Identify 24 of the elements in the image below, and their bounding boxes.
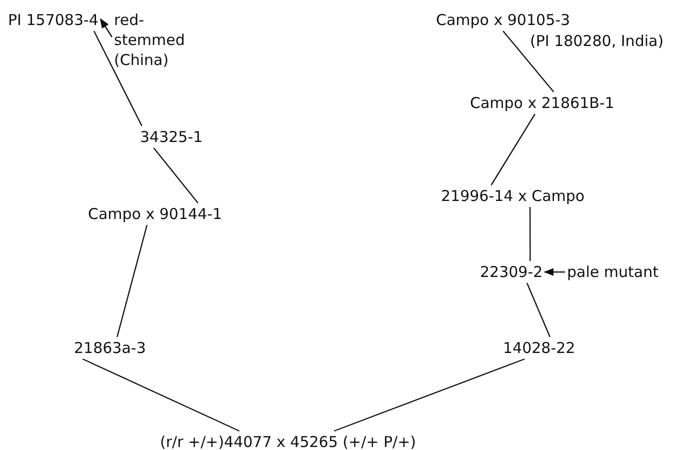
connector-line xyxy=(529,207,531,261)
connector-line xyxy=(334,358,525,432)
connector-line xyxy=(93,30,142,126)
connector-line xyxy=(502,30,554,92)
connector-line xyxy=(526,282,550,338)
connector-line xyxy=(490,114,536,186)
pedigree-label: pale mutant xyxy=(567,262,658,282)
pedigree-label: Campo x 90144-1 xyxy=(88,204,222,224)
pedigree-label: PI 157083-4 xyxy=(8,10,98,30)
pedigree-label: 21996-14 x Campo xyxy=(441,186,585,206)
pedigree-label: 22309-2 xyxy=(480,262,543,282)
pedigree-label: (r/r +/+)44077 x 45265 (+/+ P/+) xyxy=(160,432,416,450)
pedigree-label: red-stemmed (China) xyxy=(114,10,214,70)
pedigree-label: 34325-1 xyxy=(140,127,203,147)
pedigree-label: 21863a-3 xyxy=(74,338,146,358)
connector-line xyxy=(82,358,240,432)
pedigree-label: Campo x 90105-3 xyxy=(436,10,570,30)
connector-line xyxy=(116,224,148,338)
arrow xyxy=(544,268,565,276)
arrow xyxy=(100,18,112,38)
origin-note: (PI 180280, India) xyxy=(530,31,664,51)
pedigree-label: Campo x 21861B-1 xyxy=(470,93,614,113)
pedigree-label: 14028-22 xyxy=(503,338,576,358)
connector-line xyxy=(153,148,198,204)
